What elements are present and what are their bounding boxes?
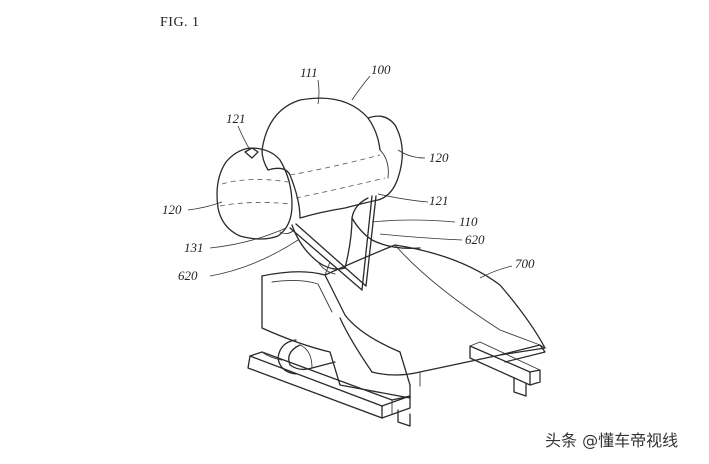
seat-cushion <box>261 244 546 399</box>
seat-rail-left <box>247 351 411 427</box>
leader-lines <box>187 75 513 279</box>
tether-straps <box>289 195 377 291</box>
label-121-right: 121 <box>429 193 449 208</box>
label-620-right: 620 <box>465 232 485 247</box>
label-620-left: 620 <box>178 268 198 283</box>
label-111: 111 <box>300 65 318 80</box>
label-110: 110 <box>459 214 478 229</box>
figure-caption: FIG. 1 <box>160 15 200 30</box>
seat-pedestal <box>261 339 336 375</box>
seat-rail-right <box>469 341 541 397</box>
watermark: 头条 @懂车帝视线 <box>545 431 678 450</box>
label-121-left: 121 <box>226 111 246 126</box>
label-120-right: 120 <box>429 150 449 165</box>
label-100: 100 <box>371 62 391 77</box>
label-120-left: 120 <box>162 202 182 217</box>
label-131: 131 <box>184 240 204 255</box>
label-700: 700 <box>515 256 535 271</box>
watermark-text: 头条 @懂车帝视线 <box>545 431 678 450</box>
